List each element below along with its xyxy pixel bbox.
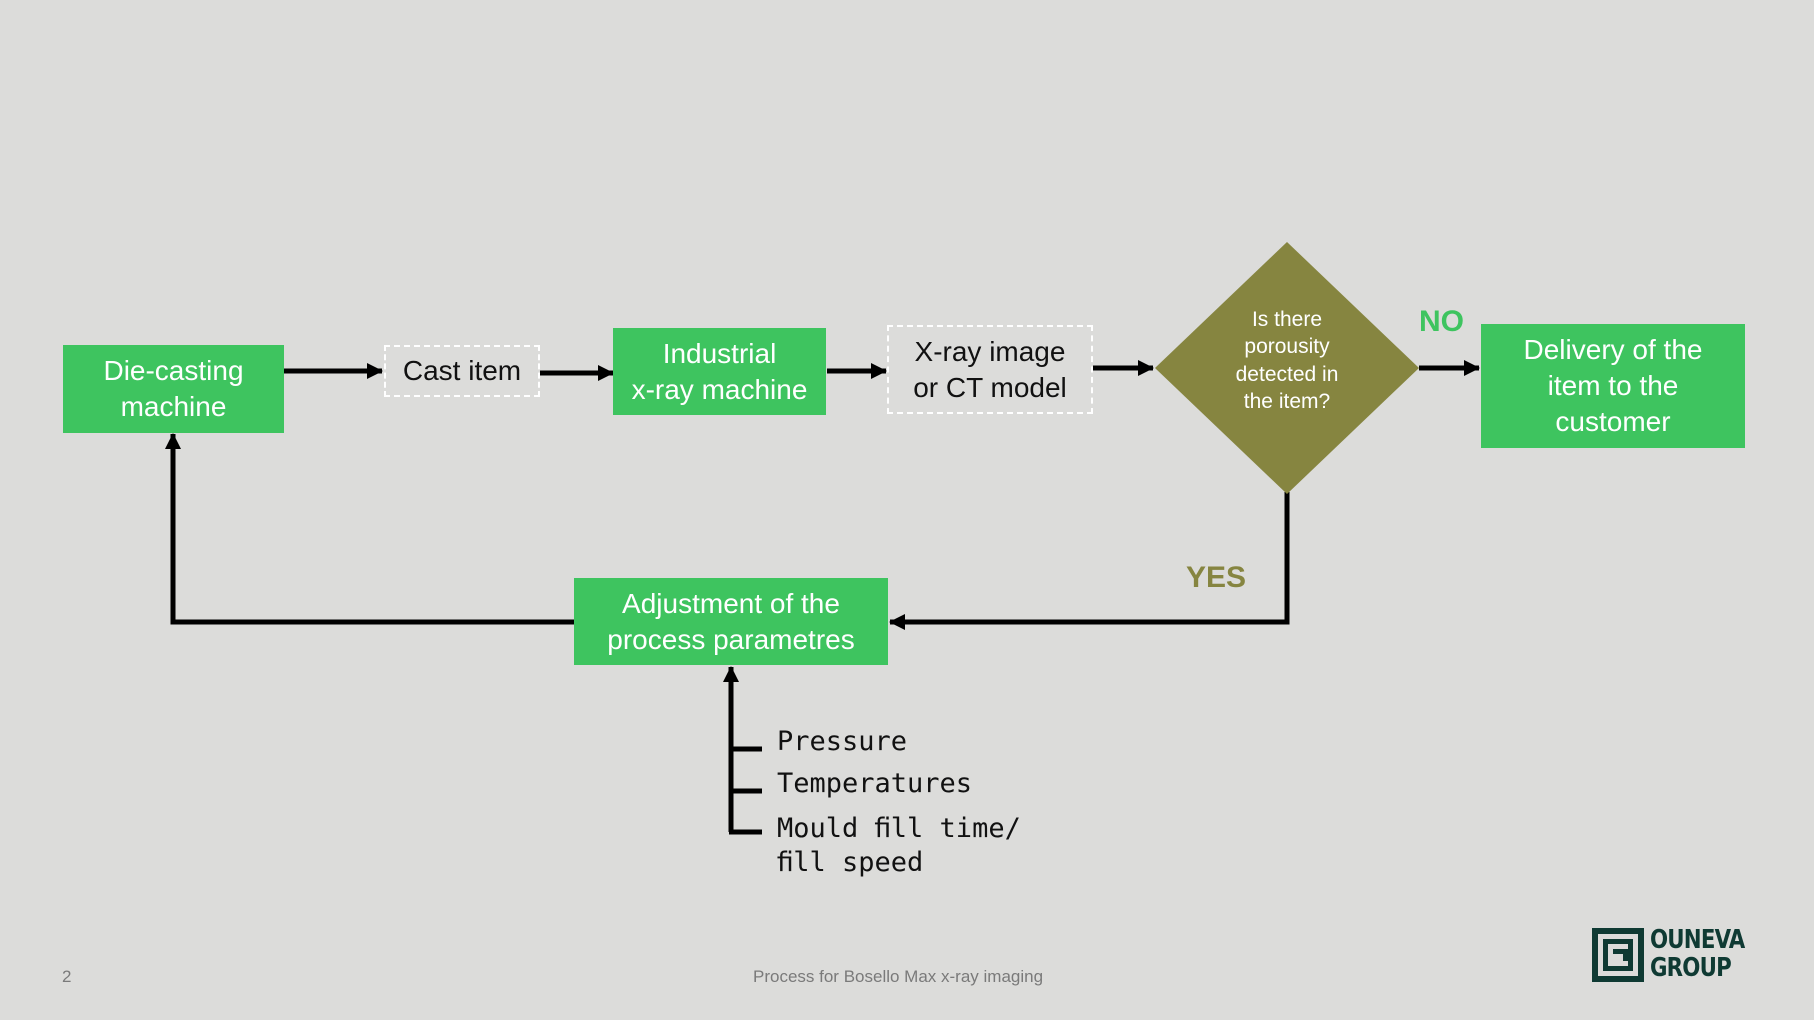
decision-diamond xyxy=(1155,242,1419,494)
parameter-pressure: Pressure xyxy=(777,726,908,757)
node-xray-image-label: X-ray image or CT model xyxy=(913,335,1067,403)
logo-text-line1: OUNEVA xyxy=(1650,925,1745,955)
branch-yes-label: YES xyxy=(1186,561,1247,594)
page-number: 2 xyxy=(62,967,72,986)
arrow-decision-to-adjustment xyxy=(889,492,1290,630)
parameter-temperatures: Temperatures xyxy=(777,768,973,799)
node-xray-machine-label: Industrial x-ray machine xyxy=(631,337,808,405)
logo-mark-icon xyxy=(1592,928,1644,982)
node-adjustment: Adjustment of the process parametres xyxy=(574,578,888,665)
footer-caption: Process for Bosello Max x-ray imaging xyxy=(753,967,1044,986)
node-adjustment-label: Adjustment of the process parametres xyxy=(607,587,855,655)
arrow-adjustment-to-diecasting xyxy=(165,433,574,625)
node-industrial-xray-machine: Industrial x-ray machine xyxy=(613,328,826,415)
node-xray-image: X-ray image or CT model xyxy=(887,325,1093,414)
node-delivery: Delivery of the item to the customer xyxy=(1481,324,1745,448)
branch-no-label: NO xyxy=(1419,305,1464,338)
company-logo: OUNEVA GROUP xyxy=(1592,926,1752,982)
node-die-casting-label: Die-casting machine xyxy=(103,355,244,422)
node-cast-item-label: Cast item xyxy=(402,355,522,387)
parameter-mould-fill: Mould ﬁll time/ ﬁll speed xyxy=(777,813,1021,878)
node-cast-item: Cast item xyxy=(384,345,540,397)
node-delivery-label: Delivery of the item to the customer xyxy=(1523,334,1703,437)
logo-text-line2: GROUP xyxy=(1650,953,1732,983)
node-die-casting-machine: Die-casting machine xyxy=(63,345,284,433)
decision-question: Is there porousity detected in the item? xyxy=(1235,308,1339,413)
